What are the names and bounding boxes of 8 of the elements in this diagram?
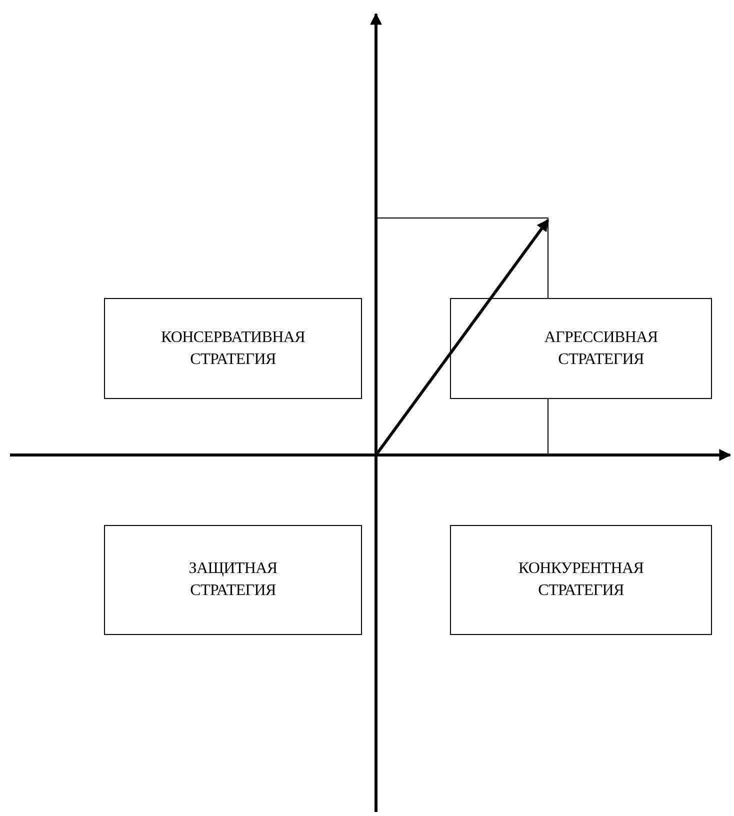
strategy-label: КОНСЕРВАТИВНАЯ СТРАТЕГИЯ	[160, 328, 306, 370]
strategy-label: ЗАЩИТНАЯ СТРАТЕГИЯ	[188, 559, 278, 601]
strategy-label: АГРЕССИВНАЯ СТРАТЕГИЯ	[543, 328, 659, 370]
strategy-box	[450, 298, 712, 399]
strategy-box	[104, 298, 362, 399]
strategy-box	[104, 525, 362, 635]
strategy-box	[450, 525, 712, 635]
strategy-label: КОНКУРЕНТНАЯ СТРАТЕГИЯ	[517, 559, 645, 601]
